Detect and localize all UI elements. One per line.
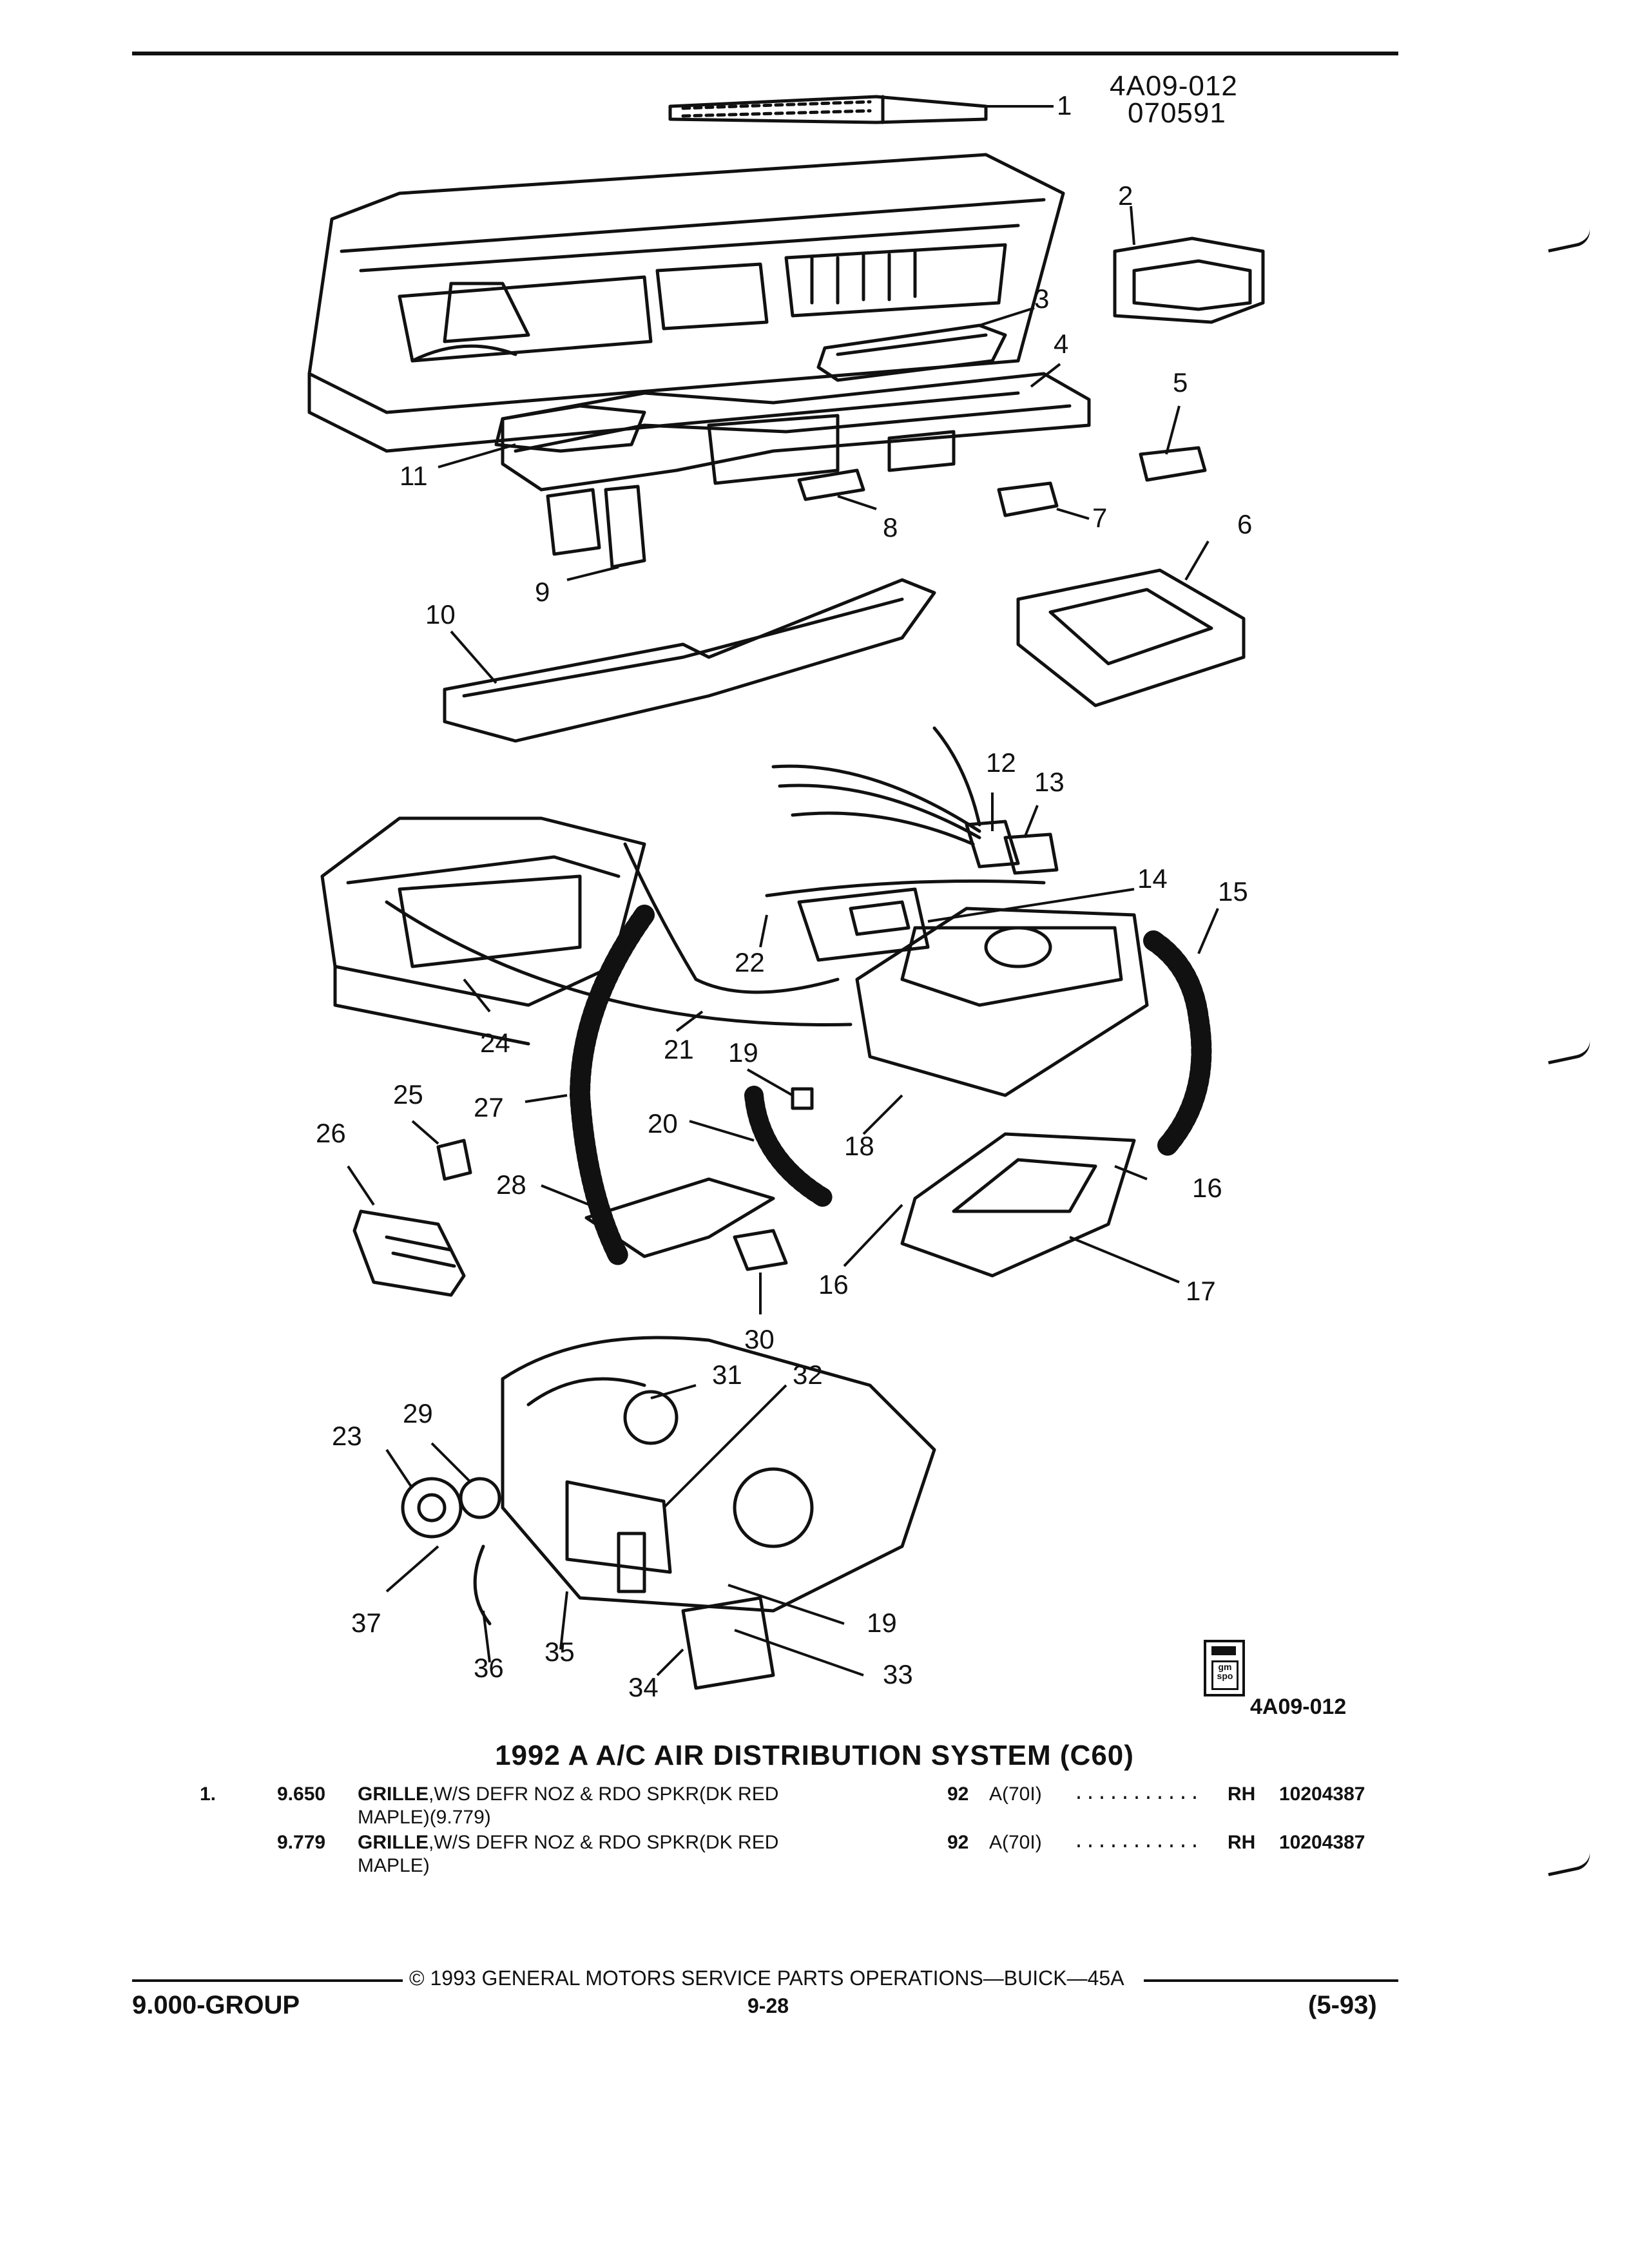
part-5-outlet	[1139, 446, 1207, 482]
part-name: GRILLE,W/S DEFR NOZ & RDO SPKR(DK RED	[358, 1783, 778, 1805]
part-grille	[668, 95, 988, 124]
callout-number: 1	[1057, 90, 1072, 120]
lower-blower-assembly	[501, 1336, 936, 1690]
part-side: RH	[1228, 1783, 1256, 1805]
top-rule	[132, 52, 1398, 55]
part-code: 9.779	[277, 1832, 326, 1853]
part-3-duct	[816, 323, 1007, 382]
exploded-parts-diagram	[307, 95, 1265, 1690]
part-2-outlet	[1113, 236, 1265, 324]
part-year: 92	[947, 1832, 969, 1853]
callout-number: 29	[403, 1398, 433, 1428]
callout-number: 33	[883, 1659, 913, 1689]
callout-number: 26	[316, 1118, 346, 1148]
part-desc: ,W/S DEFR NOZ & RDO SPKR(DK RED	[429, 1783, 779, 1805]
callout-number: 30	[744, 1324, 775, 1354]
callout-number: 34	[628, 1672, 659, 1702]
part-desc-continued: MAPLE)(9.779)	[358, 1807, 491, 1828]
footer-rule-left	[132, 1979, 403, 1982]
callout-number: 8	[883, 512, 898, 543]
callout-number: 10	[425, 599, 456, 629]
callout-number: 36	[474, 1653, 504, 1683]
callout-number: 35	[545, 1637, 575, 1667]
part-leader-dots: ...........	[1073, 1783, 1201, 1805]
callout-number: 27	[474, 1092, 504, 1122]
callout-number: 21	[664, 1034, 694, 1064]
part-6-bezel	[1016, 568, 1246, 707]
part-model: A(70I)	[989, 1832, 1042, 1853]
gm-spo-logo: gm spo	[1204, 1640, 1245, 1696]
part-15-hose	[1143, 930, 1212, 1157]
part-number: 10204387	[1279, 1832, 1365, 1853]
part-name-bold: GRILLE	[358, 1783, 429, 1805]
callout-number: 4	[1054, 329, 1069, 359]
part-code: 9.650	[277, 1783, 326, 1805]
header-ref-date: 070591	[1128, 97, 1226, 129]
callout-number: 16	[818, 1269, 849, 1300]
figure-code: 4A09-012	[1250, 1695, 1347, 1719]
callout-number: 16	[1192, 1173, 1222, 1203]
callout-number: 7	[1092, 503, 1108, 533]
callout-number: 2	[1118, 180, 1133, 211]
part-desc-continued: MAPLE)	[358, 1855, 430, 1876]
callout-number: 32	[793, 1360, 823, 1390]
callout-number: 9	[535, 577, 550, 607]
callout-number: 23	[332, 1421, 362, 1451]
logo-bar	[1211, 1646, 1236, 1655]
part-26-module	[352, 1209, 466, 1297]
part-leader-dots: ...........	[1073, 1832, 1201, 1854]
part-number: 10204387	[1279, 1783, 1365, 1805]
callout-number: 20	[648, 1108, 678, 1139]
callout-number: 25	[393, 1079, 423, 1110]
footer-copyright: © 1993 GENERAL MOTORS SERVICE PARTS OPER…	[409, 1966, 1124, 1990]
footer-page-number: 9-28	[747, 1994, 789, 2017]
callout-number: 18	[844, 1131, 874, 1161]
callout-number: 19	[728, 1037, 758, 1068]
part-desc: ,W/S DEFR NOZ & RDO SPKR(DK RED	[429, 1832, 779, 1853]
part-8-outlet	[797, 468, 865, 501]
footer-group: 9.000-GROUP	[132, 1991, 300, 2019]
part-instrument-panel	[307, 153, 1065, 453]
part-4-duct-assembly	[501, 372, 1091, 492]
margin-tick	[1545, 1850, 1593, 1877]
part-21-cable	[385, 842, 853, 1026]
callout-number: 12	[986, 747, 1016, 778]
part-9-outlet	[546, 485, 646, 569]
callout-number: 6	[1237, 509, 1253, 539]
callout-number: 37	[351, 1608, 381, 1638]
callout-number: 15	[1218, 876, 1248, 907]
callout-number: 19	[867, 1608, 897, 1638]
callout-number: 11	[400, 461, 428, 491]
callout-number: 22	[735, 947, 765, 977]
logo-text: gm spo	[1211, 1660, 1239, 1690]
callout-number: 17	[1186, 1276, 1216, 1306]
header-ref-code: 4A09-012	[1110, 70, 1238, 102]
callout-number: 5	[1173, 367, 1188, 398]
part-18-case	[855, 907, 1149, 1097]
footer-rule-right	[1144, 1979, 1398, 1982]
footer-revision: (5-93)	[1308, 1991, 1377, 2019]
callout-number: 3	[1034, 284, 1050, 314]
part-year: 92	[947, 1783, 969, 1805]
part-side: RH	[1228, 1832, 1256, 1853]
callout-number: 13	[1034, 767, 1065, 797]
part-24-housing	[320, 816, 646, 1046]
part-11-duct	[494, 404, 646, 453]
part-7-switch	[997, 481, 1059, 517]
callout-number: 31	[712, 1360, 742, 1390]
callout-number: 14	[1137, 863, 1168, 894]
part-name-bold: GRILLE	[358, 1832, 429, 1853]
section-title: 1992 A A/C AIR DISTRIBUTION SYSTEM (C60)	[495, 1740, 1134, 1771]
part-10-lower-duct	[443, 578, 936, 743]
part-20-hose	[744, 1086, 834, 1208]
part-item-number: 1.	[200, 1783, 217, 1805]
part-model: A(70I)	[989, 1783, 1042, 1805]
part-name: GRILLE,W/S DEFR NOZ & RDO SPKR(DK RED	[358, 1832, 778, 1854]
part-27-hose	[570, 905, 655, 1267]
callout-number: 24	[480, 1028, 510, 1058]
part-17-duct	[900, 1132, 1136, 1278]
callout-number: 28	[496, 1169, 526, 1200]
